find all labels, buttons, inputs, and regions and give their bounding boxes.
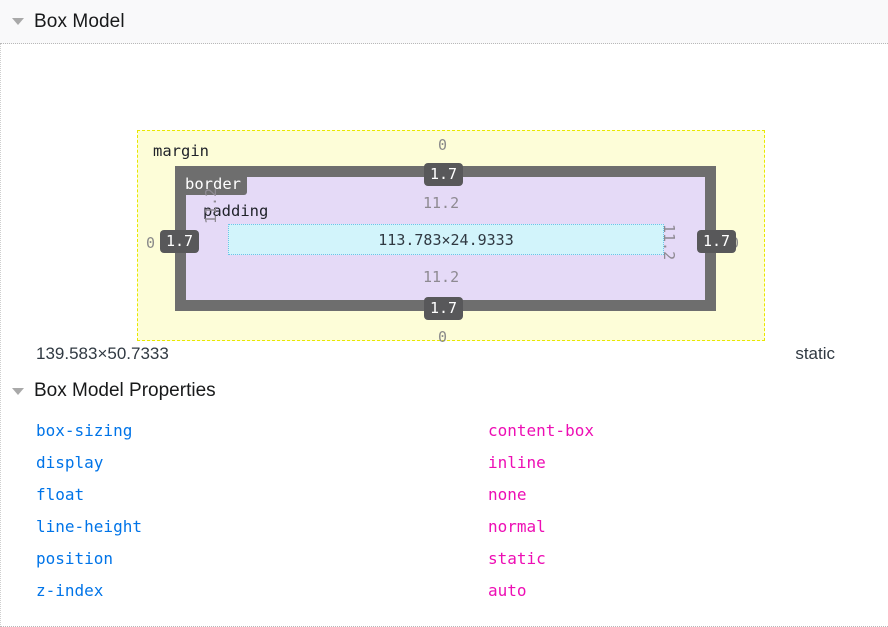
- property-value[interactable]: inline: [488, 452, 546, 472]
- box-model-summary-row: 139.583×50.7333 static: [0, 334, 888, 374]
- triangle-down-icon[interactable]: [12, 387, 24, 395]
- property-value[interactable]: normal: [488, 516, 546, 536]
- padding-top-value[interactable]: 11.2: [423, 194, 460, 212]
- table-row[interactable]: position static: [0, 542, 888, 574]
- table-row[interactable]: box-sizing content-box: [0, 414, 888, 446]
- table-row[interactable]: z-index auto: [0, 574, 888, 606]
- panel-left-divider: [0, 44, 1, 627]
- table-row[interactable]: float none: [0, 478, 888, 510]
- margin-left-value[interactable]: 0: [146, 234, 156, 252]
- border-bottom-value[interactable]: 1.7: [424, 297, 464, 320]
- content-region[interactable]: 113.783×24.9333: [228, 224, 664, 255]
- border-right-value[interactable]: 1.7: [697, 230, 737, 253]
- table-row[interactable]: display inline: [0, 446, 888, 478]
- margin-bottom-value[interactable]: 0: [438, 328, 448, 346]
- position-mode-label: static: [795, 344, 835, 363]
- box-model-properties-list: box-sizing content-box display inline fl…: [0, 408, 888, 606]
- property-name[interactable]: z-index: [36, 580, 104, 600]
- padding-bottom-value[interactable]: 11.2: [423, 268, 460, 286]
- total-size-label: 139.583×50.7333: [36, 344, 169, 363]
- padding-region-label: padding: [203, 202, 269, 220]
- property-value[interactable]: none: [488, 484, 527, 504]
- property-name[interactable]: display: [36, 452, 104, 472]
- box-model-properties-header[interactable]: Box Model Properties: [0, 374, 888, 408]
- padding-right-value[interactable]: 11.2: [660, 224, 678, 261]
- box-model-diagram: 113.783×24.9333 margin border padding 0 …: [0, 44, 888, 346]
- border-top-value[interactable]: 1.7: [424, 163, 464, 186]
- property-value[interactable]: content-box: [488, 420, 594, 440]
- property-name[interactable]: float: [36, 484, 85, 504]
- border-left-value[interactable]: 1.7: [160, 230, 200, 253]
- triangle-down-icon[interactable]: [12, 18, 24, 25]
- border-region-label: border: [180, 174, 247, 195]
- property-value[interactable]: auto: [488, 580, 527, 600]
- property-name[interactable]: line-height: [36, 516, 142, 536]
- property-name[interactable]: box-sizing: [36, 420, 133, 440]
- content-size-label: 113.783×24.9333: [378, 230, 514, 249]
- properties-section-title: Box Model Properties: [34, 380, 216, 401]
- table-row[interactable]: line-height normal: [0, 510, 888, 542]
- page-title: Box Model: [34, 10, 125, 32]
- margin-top-value[interactable]: 0: [438, 136, 448, 154]
- padding-left-value[interactable]: 11.2: [202, 187, 220, 224]
- margin-region-label: margin: [153, 142, 209, 160]
- property-name[interactable]: position: [36, 548, 114, 568]
- property-value[interactable]: static: [488, 548, 546, 568]
- box-model-section-header[interactable]: Box Model: [0, 0, 888, 44]
